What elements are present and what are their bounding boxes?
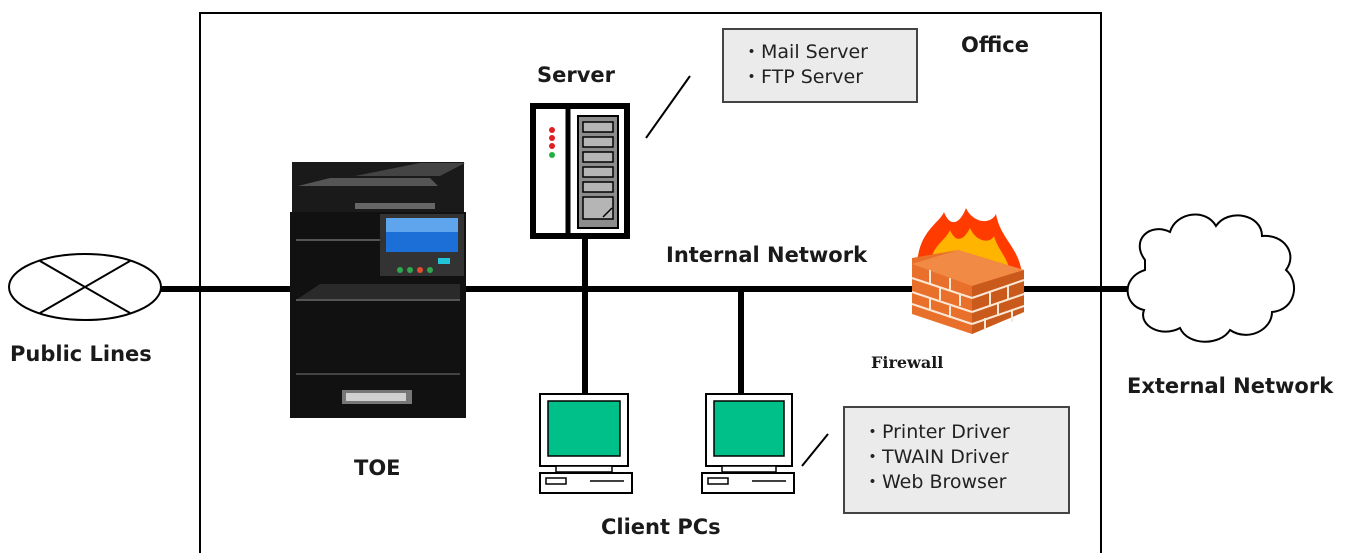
public-lines-icon — [8, 253, 162, 321]
firewall-label: Firewall — [871, 353, 944, 372]
office-label: Office — [961, 33, 1029, 57]
note-item-printer-driver: ・Printer Driver — [863, 421, 1010, 443]
note-item-ftp-server: ・FTP Server — [742, 66, 864, 88]
client-pcs-label: Client PCs — [601, 515, 721, 539]
client-software-note: ・Printer Driver ・TWAIN Driver ・Web Brows… — [843, 406, 1070, 514]
toe-label: TOE — [354, 456, 401, 480]
office-boundary — [199, 12, 1102, 553]
network-lines — [160, 233, 1130, 395]
mfp-icon — [290, 162, 466, 418]
server-callout-line — [645, 75, 691, 139]
server-services-note: ・Mail Server ・FTP Server — [722, 28, 918, 103]
client-pc-1-icon — [539, 393, 633, 494]
note-item-web-browser: ・Web Browser — [863, 471, 1007, 493]
client-pc-2-icon — [701, 393, 795, 494]
server-icon — [530, 103, 630, 239]
client-callout-line — [801, 433, 829, 467]
note-item-mail-server: ・Mail Server — [742, 41, 868, 63]
internal-network-label: Internal Network — [666, 243, 868, 267]
cloud-icon — [1126, 213, 1295, 343]
note-item-twain-driver: ・TWAIN Driver — [863, 446, 1009, 468]
public-lines-label: Public Lines — [10, 342, 152, 366]
server-label: Server — [537, 63, 616, 87]
external-network-label: External Network — [1127, 374, 1334, 398]
firewall-icon — [911, 208, 1025, 334]
